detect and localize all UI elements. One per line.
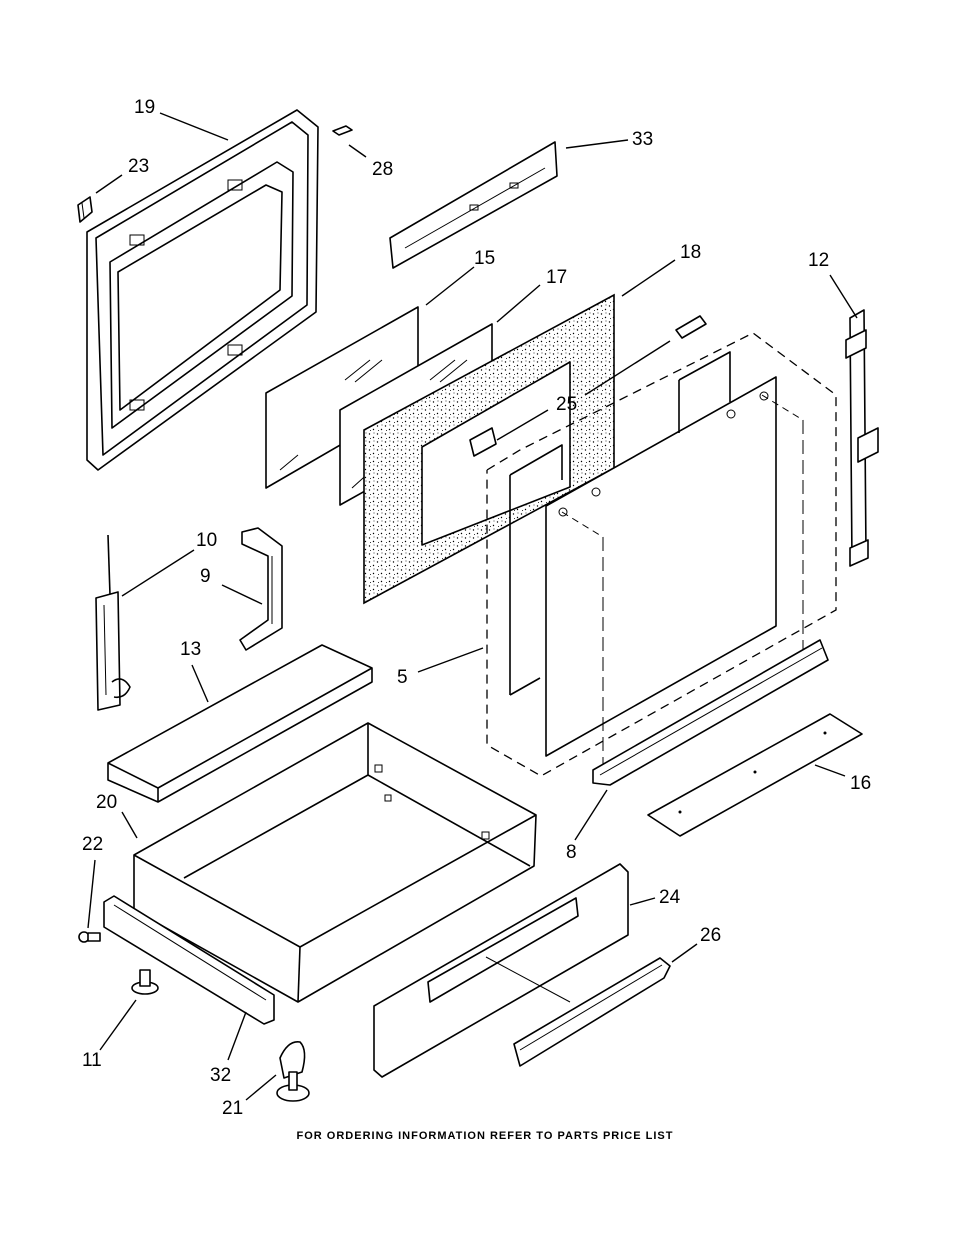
callout-23: 23 [128, 156, 149, 177]
part-10-hinge [95, 534, 131, 711]
callout-28: 28 [372, 159, 393, 180]
callout-labels: 19 23 28 33 15 17 18 12 25 10 9 13 5 20 … [82, 97, 871, 1119]
callout-18: 18 [680, 242, 701, 263]
callout-8: 8 [566, 842, 577, 863]
part-9-door-handle [239, 527, 283, 651]
part-26-drawer-handle [513, 957, 671, 1067]
part-16-bottom-trim [647, 713, 863, 837]
part-13-tray [107, 644, 373, 803]
part-28-spacer [332, 125, 353, 136]
callout-17: 17 [546, 267, 567, 288]
callout-33: 33 [632, 129, 653, 150]
callout-5: 5 [397, 667, 408, 688]
callout-22: 22 [82, 834, 103, 855]
callout-15: 15 [474, 248, 495, 269]
callout-13: 13 [180, 639, 201, 660]
callout-16: 16 [850, 773, 871, 794]
part-5-inner-door-assembly [486, 332, 837, 777]
part-22-screw [78, 931, 101, 943]
footer-note: FOR ORDERING INFORMATION REFER TO PARTS … [296, 1130, 674, 1142]
part-12-side-trim [845, 309, 879, 567]
part-21-leveling-bracket [276, 1041, 310, 1102]
callout-20: 20 [96, 792, 117, 813]
part-19-outer-door-panel [86, 109, 319, 471]
callout-19: 19 [134, 97, 155, 118]
part-24-drawer-front [373, 863, 629, 1078]
callout-9: 9 [200, 566, 211, 587]
callout-32: 32 [210, 1065, 231, 1086]
callout-26: 26 [700, 925, 721, 946]
callout-11: 11 [82, 1050, 102, 1071]
callout-10: 10 [196, 530, 217, 551]
part-32-front-rail [103, 895, 275, 1025]
callout-21: 21 [222, 1098, 243, 1119]
part-33-vent-strip [389, 141, 558, 269]
part-25-hinge-brackets [469, 315, 707, 457]
part-23-clip [77, 196, 93, 223]
part-8-handle-trim [592, 639, 829, 786]
callout-25: 25 [556, 394, 577, 415]
part-11-leveling-leg [131, 969, 159, 995]
callout-24: 24 [659, 887, 681, 908]
leader-lines [87, 112, 858, 1101]
callout-12: 12 [808, 250, 829, 271]
